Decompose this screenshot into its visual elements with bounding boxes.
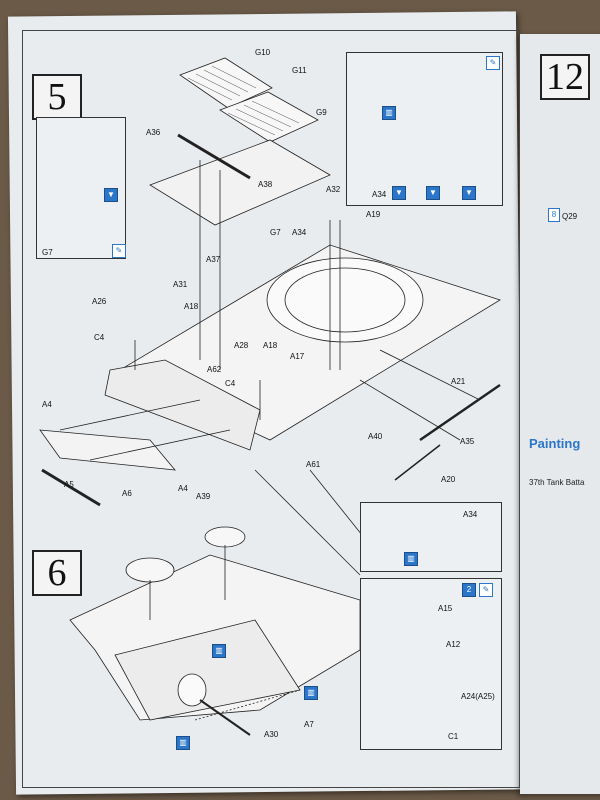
label-g7-inset: G7 [42,248,53,257]
hole-icon: ▥ [382,106,396,120]
inset-a34-top [346,52,503,206]
glue-icon: ▼ [392,186,406,200]
part-label: A19 [366,210,381,219]
part-label: A34 [292,228,307,237]
part-label: G10 [255,48,271,57]
part-label: A15 [438,604,453,613]
part-label: C4 [94,333,105,342]
part-label: C1 [448,732,459,741]
part-label: A20 [441,475,456,484]
part-label: A6 [122,489,132,498]
part-label: A12 [446,640,461,649]
part-label: A28 [234,341,249,350]
hole-icon: ▥ [404,552,418,566]
part-label: A5 [64,480,74,489]
instruction-sheet-right [520,34,600,794]
part-label: G11 [292,66,307,75]
hole-icon: ▥ [304,686,318,700]
part-label: A24(A25) [461,692,495,701]
part-label: A39 [196,492,211,501]
part-label: A37 [206,255,221,264]
part-label: A38 [258,180,273,189]
part-label: A61 [306,460,321,469]
part-label: A36 [146,128,161,137]
part-label: A62 [207,365,222,374]
hole-icon: ▥ [212,644,226,658]
part-label: C4 [225,379,236,388]
glue-icon: ▼ [426,186,440,200]
painting-title: Painting [529,436,581,451]
part-label: A4 [178,484,188,493]
part-label: A18 [263,341,278,350]
part-label: A21 [451,377,466,386]
part-label: A35 [460,437,475,446]
glue-icon: ▼ [462,186,476,200]
painting-subtitle: 37th Tank Batta [529,478,585,487]
inset-step6 [360,578,502,750]
part-label: A40 [368,432,383,441]
reference-badge: 8 [548,208,560,222]
page-frame [22,30,520,788]
part-label: A18 [184,302,199,311]
part-label: G7 [270,228,281,237]
part-label: A31 [173,280,188,289]
label-a34-side-inset: A34 [463,510,478,519]
part-label: A17 [290,352,305,361]
part-label: A32 [326,185,341,194]
brush-icon: ✎ [112,244,126,258]
hole-icon: ▥ [176,736,190,750]
inset-a34-side [360,502,502,572]
step-6-number: 6 [32,550,82,596]
part-label: A7 [304,720,314,729]
quantity-badge: 2 [462,583,476,597]
part-label: A30 [264,730,279,739]
label-a34-top-inset: A34 [372,190,387,199]
brush-icon: ✎ [486,56,500,70]
step-5-number: 5 [32,74,82,120]
glue-icon: ▼ [104,188,118,202]
step-12-number: 12 [540,54,590,100]
part-label: G9 [316,108,327,117]
part-label: A26 [92,297,107,306]
brush-icon: ✎ [479,583,493,597]
part-label: Q29 [562,212,578,221]
part-label: A4 [42,400,52,409]
